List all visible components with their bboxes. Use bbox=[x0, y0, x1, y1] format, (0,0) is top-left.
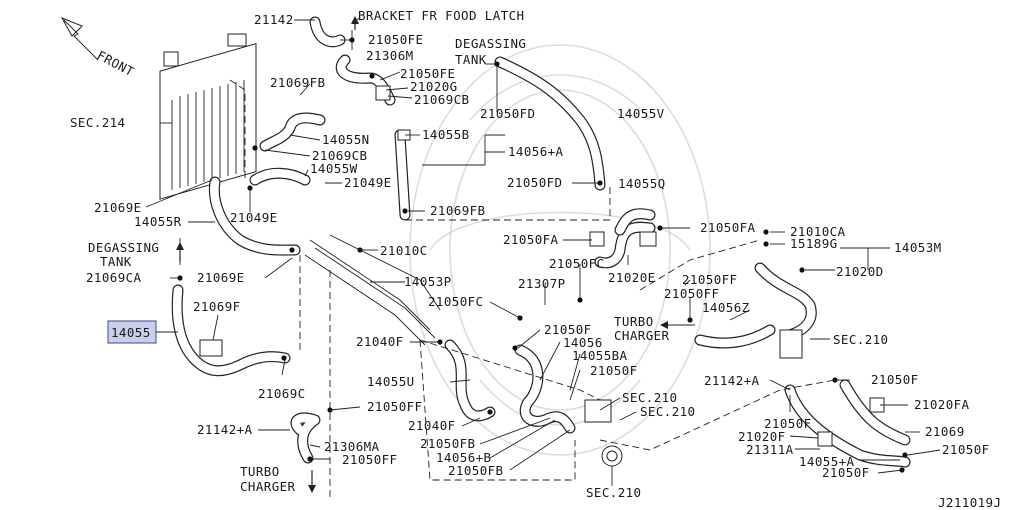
label-14055q: 14055Q bbox=[618, 176, 666, 191]
label-21069fb-b: 21069FB bbox=[430, 203, 485, 218]
highlighted-part-box bbox=[107, 320, 157, 344]
label-21050f-e: 21050F bbox=[942, 442, 990, 457]
label-21069c: 21069C bbox=[258, 386, 306, 401]
label-sec210-a: SEC.210 bbox=[833, 332, 888, 347]
label-14055u: 14055U bbox=[367, 374, 415, 389]
label-21050fc-b: 21050FC bbox=[428, 294, 483, 309]
label-21069cb-a: 21069CB bbox=[414, 92, 469, 107]
label-21050fb-a: 21050FB bbox=[420, 436, 475, 451]
label-14055n: 14055N bbox=[322, 132, 370, 147]
label-reference-code: J211019J bbox=[938, 495, 1001, 510]
label-14056b: 14056+B bbox=[436, 450, 491, 465]
label-21050f-d: 21050F bbox=[764, 416, 812, 431]
label-21020fa: 21020FA bbox=[914, 397, 970, 412]
label-21069: 21069 bbox=[925, 424, 965, 439]
label-sec214: SEC.214 bbox=[70, 115, 125, 130]
label-turbo-right: TURBO bbox=[614, 314, 654, 329]
label-21306m: 21306M bbox=[366, 48, 414, 63]
label-bracket: BRACKET FR FOOD LATCH bbox=[358, 8, 524, 23]
label-21040f-a: 21040F bbox=[356, 334, 404, 349]
label-21050ff-b: 21050FF bbox=[664, 286, 719, 301]
label-21050f-c: 21050F bbox=[871, 372, 919, 387]
label-21049e-b: 21049E bbox=[230, 210, 278, 225]
label-21050ff-c: 21050FF bbox=[367, 399, 422, 414]
label-21142a-a: 21142+A bbox=[704, 373, 760, 388]
label-front: FRONT bbox=[95, 47, 137, 79]
label-21069e-b: 21069E bbox=[197, 270, 245, 285]
label-14056z: 14056Z bbox=[702, 300, 750, 315]
label-21050f-a: 21050F bbox=[544, 322, 592, 337]
direction-arrows bbox=[176, 16, 668, 493]
label-14055ba: 14055BA bbox=[572, 348, 628, 363]
label-21311a: 21311A bbox=[746, 442, 794, 457]
label-21050f-b: 21050F bbox=[590, 363, 638, 378]
front-arrow-icon bbox=[60, 17, 99, 61]
label-tank-left: TANK bbox=[100, 254, 132, 269]
label-21050fa-b: 21050FA bbox=[503, 232, 559, 247]
label-14053p: 14053P bbox=[404, 274, 452, 289]
label-turbo-bottom: TURBO bbox=[240, 464, 280, 479]
label-charger-right: CHARGER bbox=[614, 328, 670, 343]
label-14056: 14056 bbox=[563, 335, 603, 350]
label-14055: 14055 bbox=[111, 325, 151, 340]
hoses bbox=[171, 16, 911, 468]
label-21050fd-b: 21050FD bbox=[507, 175, 562, 190]
label-14055w: 14055W bbox=[310, 161, 358, 176]
label-14053m: 14053M bbox=[894, 240, 942, 255]
label-sec210-c: SEC.210 bbox=[640, 404, 695, 419]
part-labels: 21142 BRACKET FR FOOD LATCH FRONT 21050F… bbox=[70, 8, 1001, 510]
label-21010ca: 21010CA bbox=[790, 224, 846, 239]
label-21050ff-d: 21050FF bbox=[342, 452, 397, 467]
label-14055v: 14055V bbox=[617, 106, 665, 121]
label-degassing-left: DEGASSING bbox=[88, 240, 159, 255]
label-21050fe-b: 21050FE bbox=[400, 66, 455, 81]
label-21050f-f: 21050F bbox=[822, 465, 870, 480]
label-21306ma: 21306MA bbox=[324, 439, 380, 454]
label-14055a: 14055+A bbox=[799, 454, 855, 469]
routing-lines bbox=[229, 79, 836, 500]
label-charger-bottom: CHARGER bbox=[240, 479, 296, 494]
label-21069e-a: 21069E bbox=[94, 200, 142, 215]
label-21050fc-a: 21050FC bbox=[549, 256, 604, 271]
label-21050fa-a: 21050FA bbox=[700, 220, 756, 235]
watermark-emblem bbox=[409, 44, 711, 456]
label-21142: 21142 bbox=[254, 12, 294, 27]
clamp-markers bbox=[177, 37, 908, 473]
label-14056a: 14056+A bbox=[508, 144, 564, 159]
leader-lines bbox=[145, 17, 941, 486]
label-21040f-b: 21040F bbox=[408, 418, 456, 433]
label-degassing-top: DEGASSING bbox=[455, 36, 526, 51]
label-21050fb-b: 21050FB bbox=[448, 463, 503, 478]
label-21020e: 21020E bbox=[608, 270, 656, 285]
label-21069ca: 21069CA bbox=[86, 270, 142, 285]
label-21020d: 21020D bbox=[836, 264, 884, 279]
label-21020f: 21020F bbox=[738, 429, 786, 444]
label-21020g: 21020G bbox=[410, 79, 458, 94]
label-21142a-b: 21142+A bbox=[197, 422, 253, 437]
label-15189g: 15189G bbox=[790, 236, 838, 251]
label-21050ff-a: 21050FF bbox=[682, 272, 737, 287]
label-sec210-d: SEC.210 bbox=[586, 485, 641, 500]
label-sec210-b: SEC.210 bbox=[622, 390, 677, 405]
label-21307p: 21307P bbox=[518, 276, 566, 291]
label-21069fb-a: 21069FB bbox=[270, 75, 325, 90]
label-14055r: 14055R bbox=[134, 214, 182, 229]
label-21069cb-b: 21069CB bbox=[312, 148, 367, 163]
radiator bbox=[159, 33, 257, 200]
label-21069f: 21069F bbox=[193, 299, 241, 314]
label-14055b: 14055B bbox=[422, 127, 470, 142]
label-21050fe-a: 21050FE bbox=[368, 32, 423, 47]
label-21050fd-a: 21050FD bbox=[480, 106, 535, 121]
label-tank-top: TANK bbox=[455, 52, 487, 67]
label-21010c: 21010C bbox=[380, 243, 428, 258]
label-21049e-a: 21049E bbox=[344, 175, 392, 190]
components bbox=[199, 85, 885, 467]
